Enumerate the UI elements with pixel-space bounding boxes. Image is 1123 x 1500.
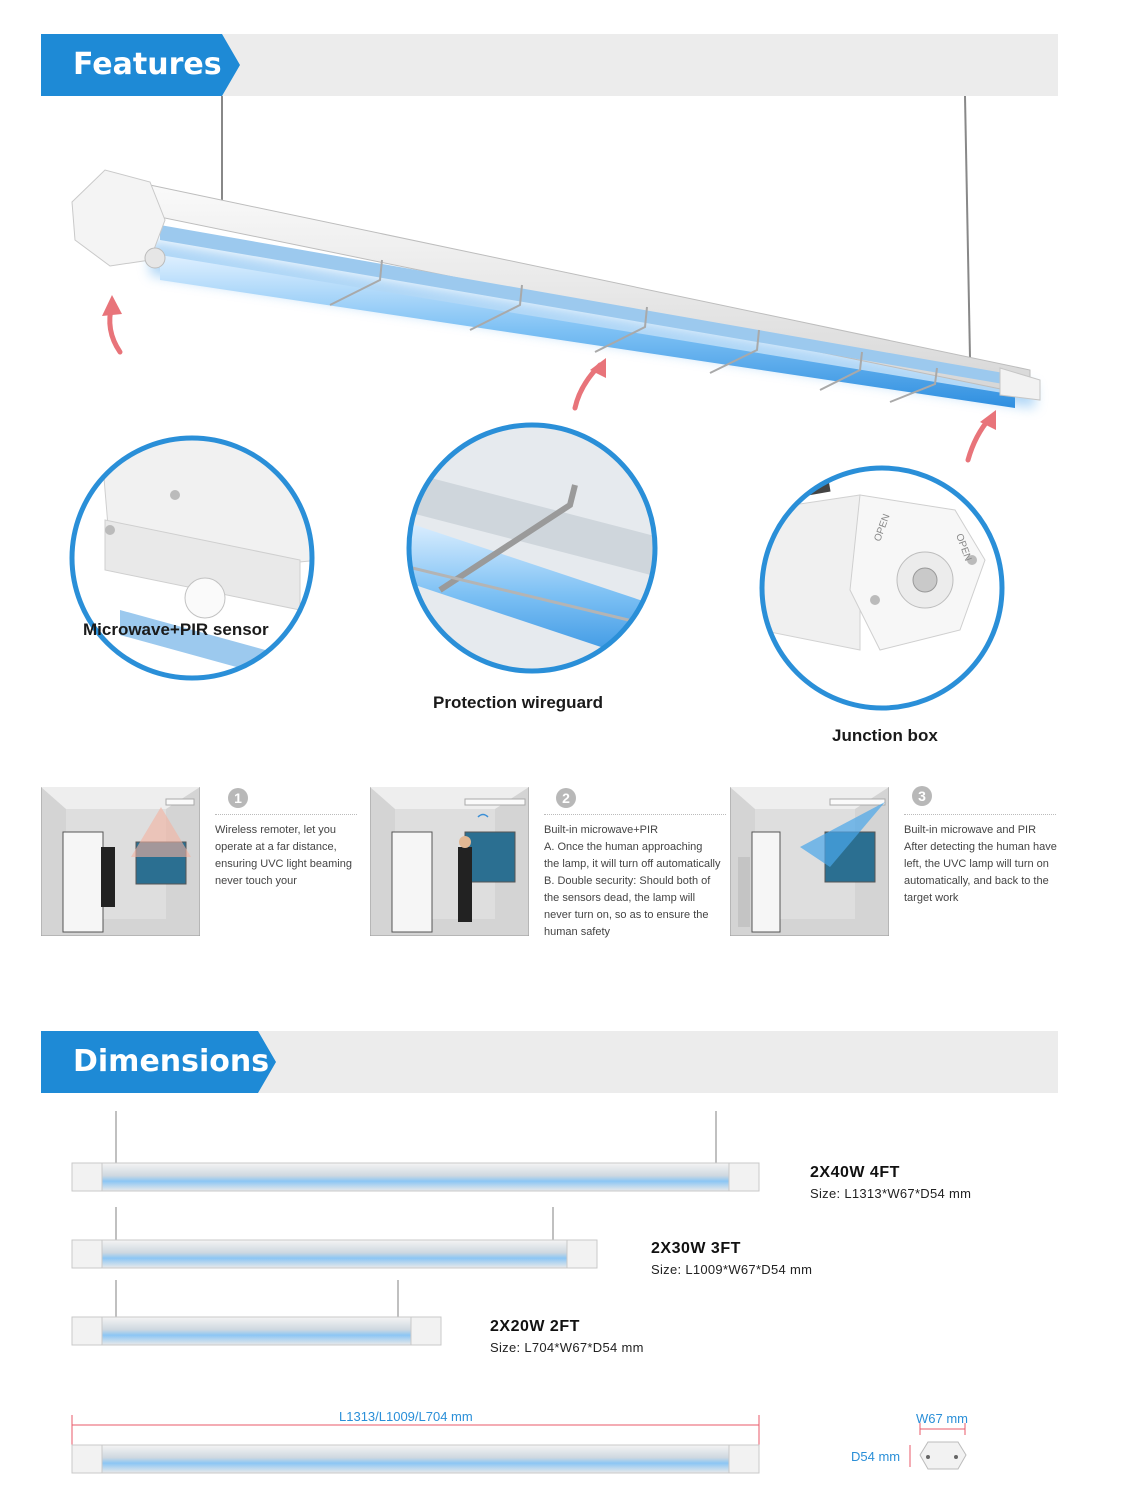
scene-human-approaching [370, 787, 529, 936]
feature-label-junction-box: Junction box [832, 726, 938, 745]
step-number-1: 1 [228, 788, 248, 808]
model-3ft-title: 2X30W 3FT [651, 1240, 741, 1257]
model-2ft-title: 2X20W 2FT [490, 1318, 580, 1335]
step-divider [544, 814, 726, 815]
step-number-2: 2 [556, 788, 576, 808]
scene-remote-control [41, 787, 200, 936]
lamp-side-view [71, 1444, 760, 1474]
model-2ft-size: Size: L704*W67*D54 mm [490, 1340, 644, 1355]
sensor-closeup [69, 435, 315, 681]
features-title: Features [41, 34, 240, 96]
dimensions-illustration [71, 1111, 967, 1474]
model-4ft-size: Size: L1313*W67*D54 mm [810, 1186, 972, 1201]
step-number-3: 3 [912, 786, 932, 806]
step-divider [215, 814, 357, 815]
wireguard-closeup [406, 422, 658, 674]
features-illustration: OPEN OPEN [69, 95, 1041, 711]
dimensions-header-bar: Dimensions [41, 1031, 1058, 1093]
lamp-2ft [71, 1280, 442, 1346]
lamp-cross-section [909, 1423, 967, 1470]
model-3ft-size: Size: L1009*W67*D54 mm [651, 1262, 813, 1277]
pointer-arrow-heads [102, 295, 996, 430]
scene-human-left [730, 787, 889, 936]
model-4ft-title: 2X40W 4FT [810, 1164, 900, 1181]
depth-label: D54 mm [851, 1449, 901, 1464]
feature-label-wireguard: Protection wireguard [433, 693, 604, 712]
width-label: W67 mm [916, 1411, 968, 1426]
dimensions-title: Dimensions [41, 1031, 276, 1093]
features-header-bar: Features [41, 34, 1058, 96]
lamp-3ft [71, 1207, 598, 1269]
uvc-lamp-fixture [71, 169, 1041, 408]
suspension-wire [221, 95, 971, 359]
junction-box-closeup [759, 465, 1005, 711]
feature-label-sensor: Microwave+PIR sensor [83, 620, 269, 639]
step-divider [904, 814, 1056, 815]
length-label: L1313/L1009/L704 mm [339, 1409, 473, 1424]
lamp-4ft [71, 1111, 760, 1192]
